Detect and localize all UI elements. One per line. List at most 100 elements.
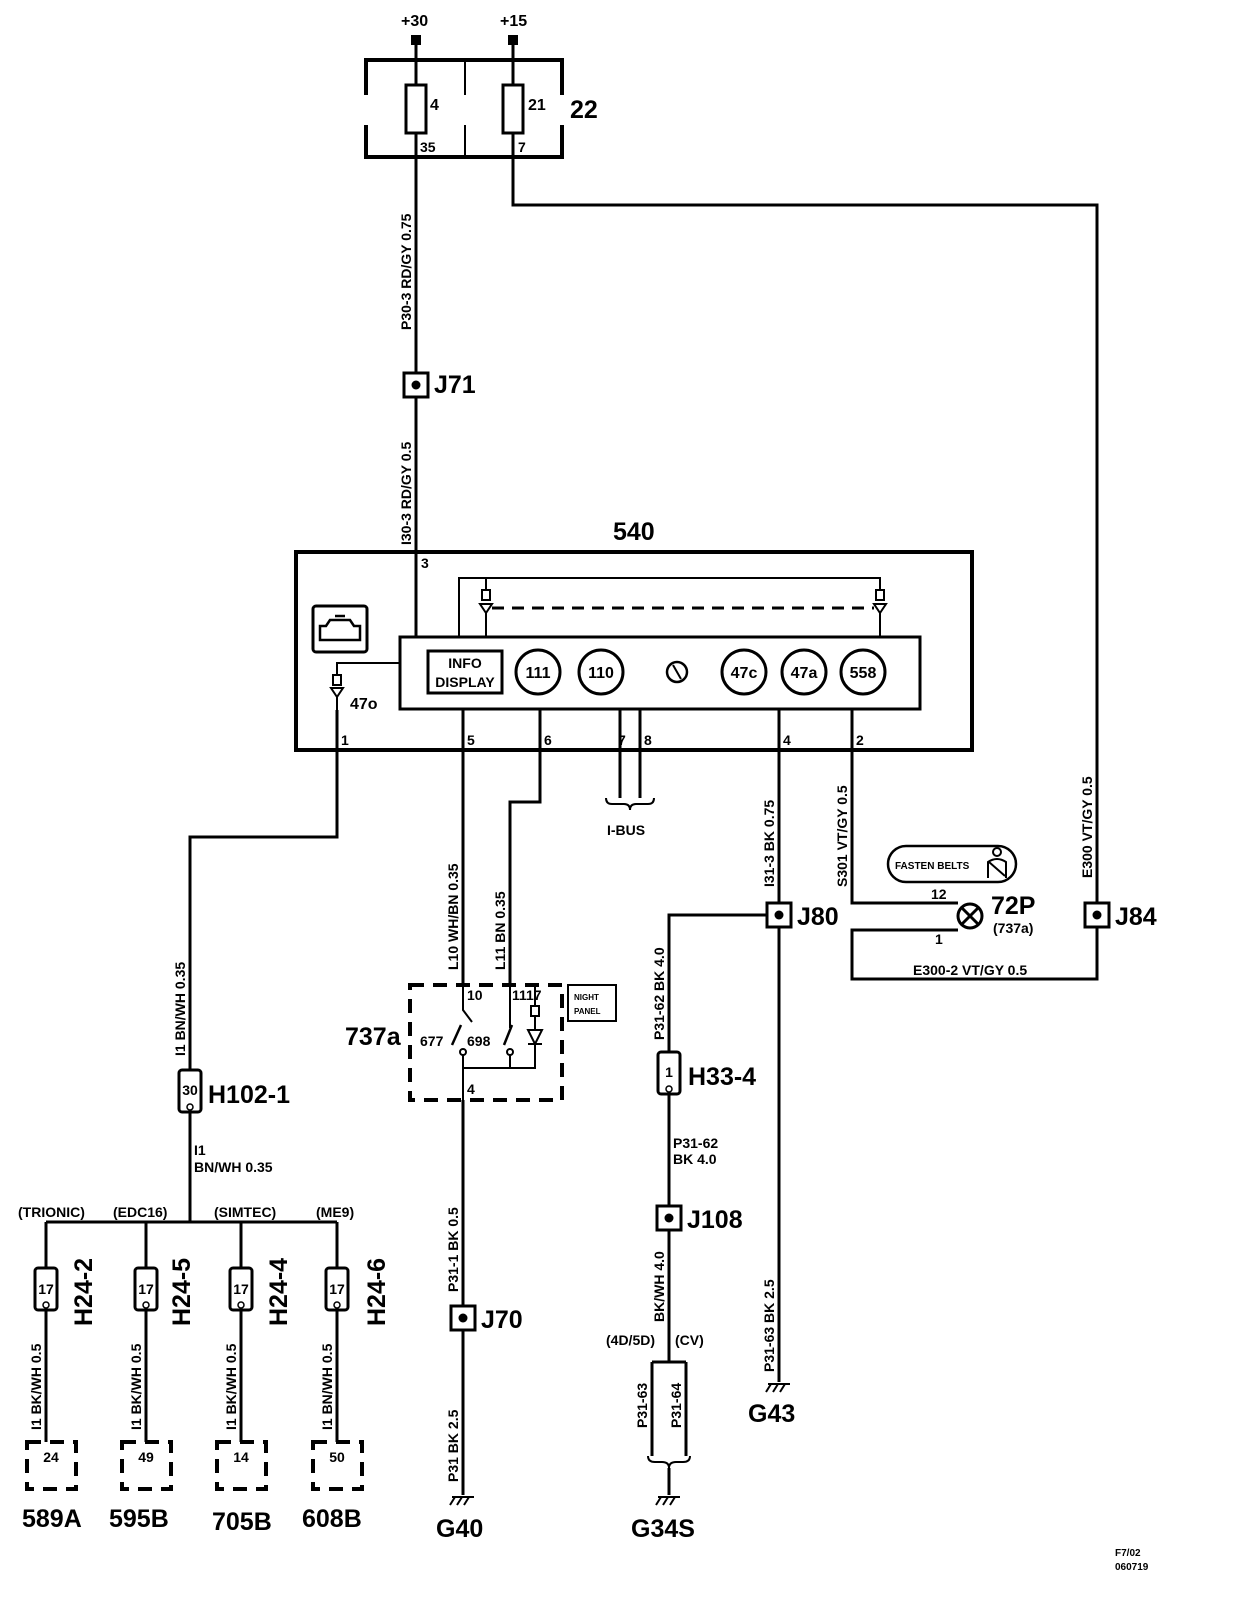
info-display-line1: INFO — [448, 655, 482, 671]
svg-text:H24-5: H24-5 — [168, 1258, 196, 1326]
info-display-line2: DISPLAY — [435, 674, 495, 690]
switch-pin-4: 4 — [467, 1081, 475, 1097]
seatbelt-icon — [987, 847, 1007, 878]
supply-30-label: +30 — [401, 13, 428, 30]
connector-h33-4: 1 H33-4 — [656, 1050, 756, 1096]
footer-ref-2: 060719 — [1115, 1562, 1149, 1573]
svg-text:H102-1: H102-1 — [208, 1081, 290, 1109]
wire-e300: E300 VT/GY 0.5 — [1079, 776, 1095, 878]
wire-p31-62-top: P31-62 BK 4.0 — [651, 947, 667, 1040]
wire-branch-1: I1 BK/WH 0.5 — [28, 1343, 44, 1430]
wire-p31-1: P31-1 BK 0.5 — [445, 1207, 461, 1292]
svg-text:(ME9): (ME9) — [316, 1204, 354, 1220]
fuse-21-pin: 7 — [518, 139, 526, 155]
svg-text:(TRIONIC): (TRIONIC) — [18, 1204, 85, 1220]
wire-p31-64: P31-64 — [668, 1383, 684, 1428]
splice-j70: J70 — [449, 1304, 523, 1334]
ground-g40-label: G40 — [436, 1515, 483, 1543]
svg-text:24: 24 — [43, 1449, 59, 1465]
wire-p31-63-g43: P31-63 BK 2.5 — [761, 1279, 777, 1372]
module-pin-5: 5 — [467, 732, 475, 748]
svg-text:50: 50 — [329, 1449, 345, 1465]
fuse-4 — [404, 83, 428, 135]
svg-text:705B: 705B — [212, 1508, 272, 1536]
wire-p30-3: P30-3 RD/GY 0.75 — [398, 213, 414, 330]
ground-g43-icon — [765, 1383, 790, 1393]
switch-698: 698 — [467, 1033, 491, 1049]
svg-text:H24-6: H24-6 — [363, 1258, 391, 1326]
svg-text:(EDC16): (EDC16) — [113, 1204, 167, 1220]
target-608b: 50 608B — [302, 1440, 364, 1533]
svg-text:110: 110 — [588, 665, 614, 682]
module-pin-4: 4 — [783, 732, 791, 748]
variant-labels: (TRIONIC) (EDC16) (SIMTEC) (ME9) (4D/5D)… — [18, 1204, 704, 1348]
svg-text:J80: J80 — [797, 903, 839, 931]
circle-558 — [839, 648, 887, 696]
wire-i1-bnwh-top: I1 BN/WH 0.35 — [172, 962, 188, 1056]
circle-111 — [514, 648, 562, 696]
svg-text:111: 111 — [526, 665, 551, 682]
night-panel-badge — [567, 984, 617, 1022]
lamp-72p-sub: (737a) — [993, 920, 1033, 936]
svg-text:589A: 589A — [22, 1505, 82, 1533]
svg-text:J84: J84 — [1115, 903, 1157, 931]
ground-g40-icon — [449, 1496, 474, 1506]
wire-labels: P30-3 RD/GY 0.75 I30-3 RD/GY 0.5 E300 VT… — [28, 213, 1095, 1482]
supply-terminals: +30 +15 — [401, 13, 527, 45]
wire-branch-3: I1 BK/WH 0.5 — [223, 1343, 239, 1430]
module-pin-8: 8 — [644, 732, 652, 748]
splice-j84: J84 — [1083, 901, 1157, 931]
wire-p31-63: P31-63 — [634, 1383, 650, 1428]
lamp-72p-id: 72P — [991, 892, 1035, 920]
svg-text:30: 30 — [182, 1082, 198, 1098]
connector-h24-6: 17 H24-6 — [324, 1258, 391, 1326]
wires — [44, 45, 1099, 1495]
fusebox-22: 4 21 35 7 22 — [363, 58, 598, 159]
svg-text:47c: 47c — [731, 665, 758, 682]
switch-pin-10: 10 — [467, 987, 483, 1003]
svg-text:(4D/5D): (4D/5D) — [606, 1332, 655, 1348]
wire-i30-3: I30-3 RD/GY 0.5 — [398, 442, 414, 545]
wire-p31: P31 BK 2.5 — [445, 1409, 461, 1482]
splice-j108: J108 — [655, 1204, 743, 1234]
wire-branch-4: I1 BN/WH 0.5 — [319, 1343, 335, 1430]
check-engine-icon — [311, 604, 369, 654]
module-pin-1: 1 — [341, 732, 349, 748]
svg-text:H24-2: H24-2 — [70, 1258, 98, 1326]
circle-110 — [577, 648, 625, 696]
lamp-pin-12: 12 — [931, 886, 947, 902]
target-589a: 24 589A — [22, 1440, 82, 1533]
module-540-id: 540 — [613, 518, 655, 546]
switch-pin-11: 11 — [512, 987, 527, 1003]
module-pin-3: 3 — [421, 555, 429, 571]
switch-737a: 737a NIGHT PANEL 10 11 17 677 698 4 — [345, 983, 617, 1102]
target-705b: 14 705B — [212, 1440, 272, 1536]
lamp-pin-1: 1 — [935, 931, 943, 947]
ground-g34s-icon — [655, 1496, 680, 1506]
fuse-4-number: 4 — [430, 97, 439, 114]
target-595b: 49 595B — [109, 1440, 173, 1533]
svg-text:47a: 47a — [791, 665, 818, 682]
night-panel-line1: NIGHT — [574, 993, 599, 1002]
lamp-72p: FASTEN BELTS 12 1 72P (737a) — [886, 844, 1035, 947]
fasten-belts-text: FASTEN BELTS — [895, 861, 970, 872]
ground-g43-label: G43 — [748, 1400, 795, 1428]
svg-text:17: 17 — [138, 1281, 154, 1297]
wire-s301: S301 VT/GY 0.5 — [834, 785, 850, 887]
fuse-21 — [501, 83, 525, 135]
splice-j80: J80 — [765, 901, 839, 931]
fusebox-id: 22 — [570, 96, 598, 124]
switch-677: 677 — [420, 1033, 444, 1049]
module-pin-6: 6 — [544, 732, 552, 748]
connector-h24-2: 17 H24-2 — [33, 1258, 98, 1326]
footer-ref-1: F7/02 — [1115, 1548, 1141, 1559]
svg-text:608B: 608B — [302, 1505, 362, 1533]
photosensor-icon — [665, 660, 689, 684]
led-47o-label: 47o — [350, 696, 378, 713]
svg-text:14: 14 — [233, 1449, 249, 1465]
wire-bkwh-4-0: BK/WH 4.0 — [651, 1251, 667, 1322]
fasten-belts-badge — [886, 844, 1018, 884]
wire-i31-3: I31-3 BK 0.75 — [761, 800, 777, 887]
module-pin-2: 2 — [856, 732, 864, 748]
connector-h102-1: 30 H102-1 — [177, 1068, 290, 1114]
